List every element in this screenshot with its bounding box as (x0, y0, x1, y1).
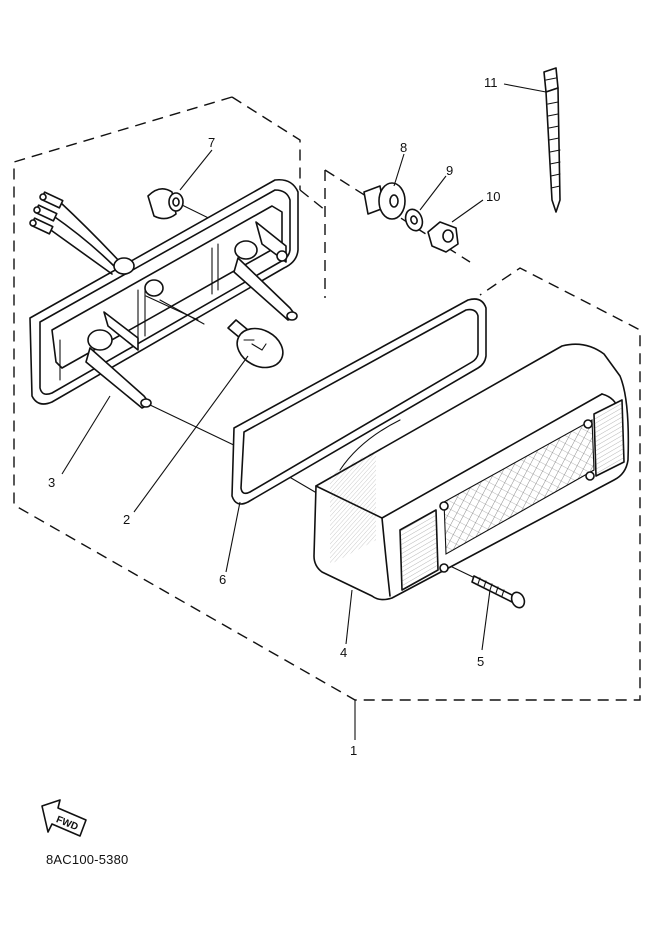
callout-10: 10 (486, 189, 500, 204)
callout-6: 6 (219, 572, 226, 587)
callout-2: 2 (123, 512, 130, 527)
fwd-arrow-icon: FWD (41, 799, 87, 837)
callout-9: 9 (446, 163, 453, 178)
lens (313, 343, 630, 601)
collar (363, 182, 406, 220)
gasket (231, 298, 487, 505)
callout-8: 8 (400, 140, 407, 155)
callout-3: 3 (48, 475, 55, 490)
callout-11: 11 (484, 75, 498, 90)
lamp-housing (29, 178, 299, 409)
cable-tie (543, 67, 561, 213)
wire-harness (29, 191, 135, 275)
screw (471, 575, 526, 609)
callout-1: 1 (350, 743, 357, 758)
assembly-outline (13, 96, 641, 701)
callout-5: 5 (477, 654, 484, 669)
grommet (147, 188, 184, 220)
callout-7: 7 (208, 135, 215, 150)
nut (427, 221, 459, 253)
leader-lines (61, 83, 547, 740)
callout-labels: 1 2 3 4 5 6 7 8 9 10 11 (48, 75, 500, 758)
callout-4: 4 (340, 645, 347, 660)
bulb (227, 319, 284, 369)
washer (404, 208, 424, 232)
drawing-code: 8AC100-5380 (46, 852, 129, 867)
